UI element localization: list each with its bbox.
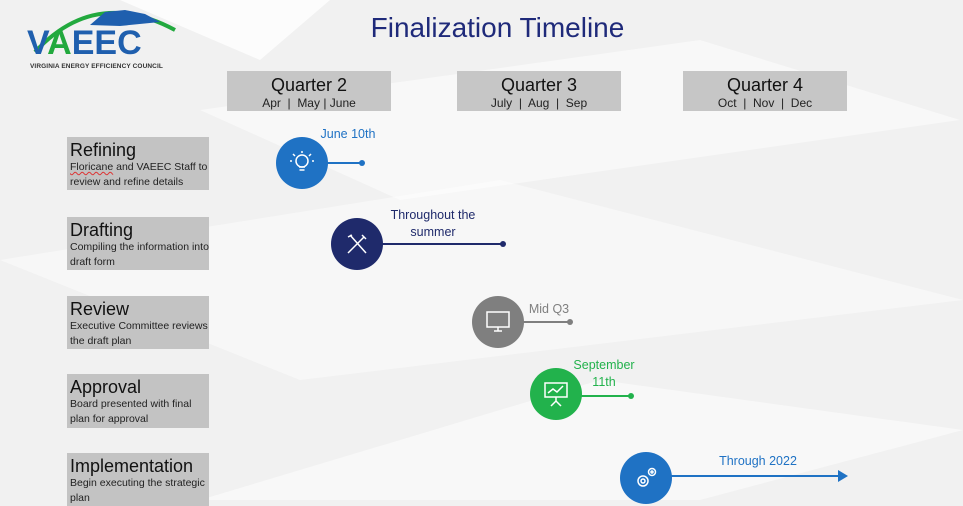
monitor-icon — [472, 296, 524, 348]
vaeec-logo: VAEEC — [27, 10, 176, 60]
timeline-line — [665, 475, 841, 477]
milestone-label: Throughout the summer — [390, 208, 476, 239]
phase-name: Refining — [70, 140, 137, 160]
gears-icon — [620, 452, 672, 504]
quarter-months: July | Aug | Sep — [490, 96, 588, 110]
phase-name: Review — [70, 299, 130, 319]
milestone-label: Mid Q3 — [528, 302, 570, 316]
quarter-months: Oct | Nov | Dec — [717, 96, 813, 110]
phase-desc-part: Floricane — [70, 161, 114, 173]
tools-icon — [331, 218, 383, 270]
timeline-line — [575, 395, 631, 397]
phase-desc: Floricane and VAEEC Staff to review and … — [70, 160, 209, 190]
phase-desc-part: and VAEEC Staff to review and refine det… — [70, 161, 208, 188]
logo-subtitle: VIRGINIA ENERGY EFFICIENCY COUNCIL — [30, 63, 163, 70]
timeline-line — [320, 162, 362, 164]
milestone-label: Through 2022 — [719, 454, 797, 468]
lightbulb-icon — [276, 137, 328, 189]
milestone-label: June 10th — [320, 127, 376, 141]
phase-desc: Compiling the information into draft for… — [70, 241, 209, 268]
timeline-line — [375, 243, 503, 245]
timeline-end-dot — [567, 319, 573, 325]
phase-desc: Begin executing the strategic plan — [70, 477, 205, 504]
timeline-line — [515, 321, 570, 323]
timeline-end-dot — [628, 393, 634, 399]
quarter-label: Quarter 3 — [500, 75, 578, 95]
svg-text:VAEEC: VAEEC — [27, 24, 142, 60]
phase-desc: Executive Committee reviews the draft pl… — [70, 320, 208, 347]
arrow-head-icon — [838, 470, 848, 482]
milestone-label: September 11th — [573, 358, 635, 389]
timeline-end-dot — [500, 241, 506, 247]
timeline-end-dot — [359, 160, 365, 166]
quarter-months: Apr | May | June — [262, 96, 356, 110]
phase-name: Implementation — [70, 456, 194, 476]
quarter-label: Quarter 2 — [270, 75, 348, 95]
phase-name: Drafting — [70, 220, 134, 240]
presentation-icon — [530, 368, 582, 420]
phase-desc: Board presented with final plan for appr… — [70, 398, 192, 425]
page-title: Finalization Timeline — [370, 12, 625, 43]
quarter-label: Quarter 4 — [726, 75, 804, 95]
phase-name: Approval — [70, 377, 142, 397]
